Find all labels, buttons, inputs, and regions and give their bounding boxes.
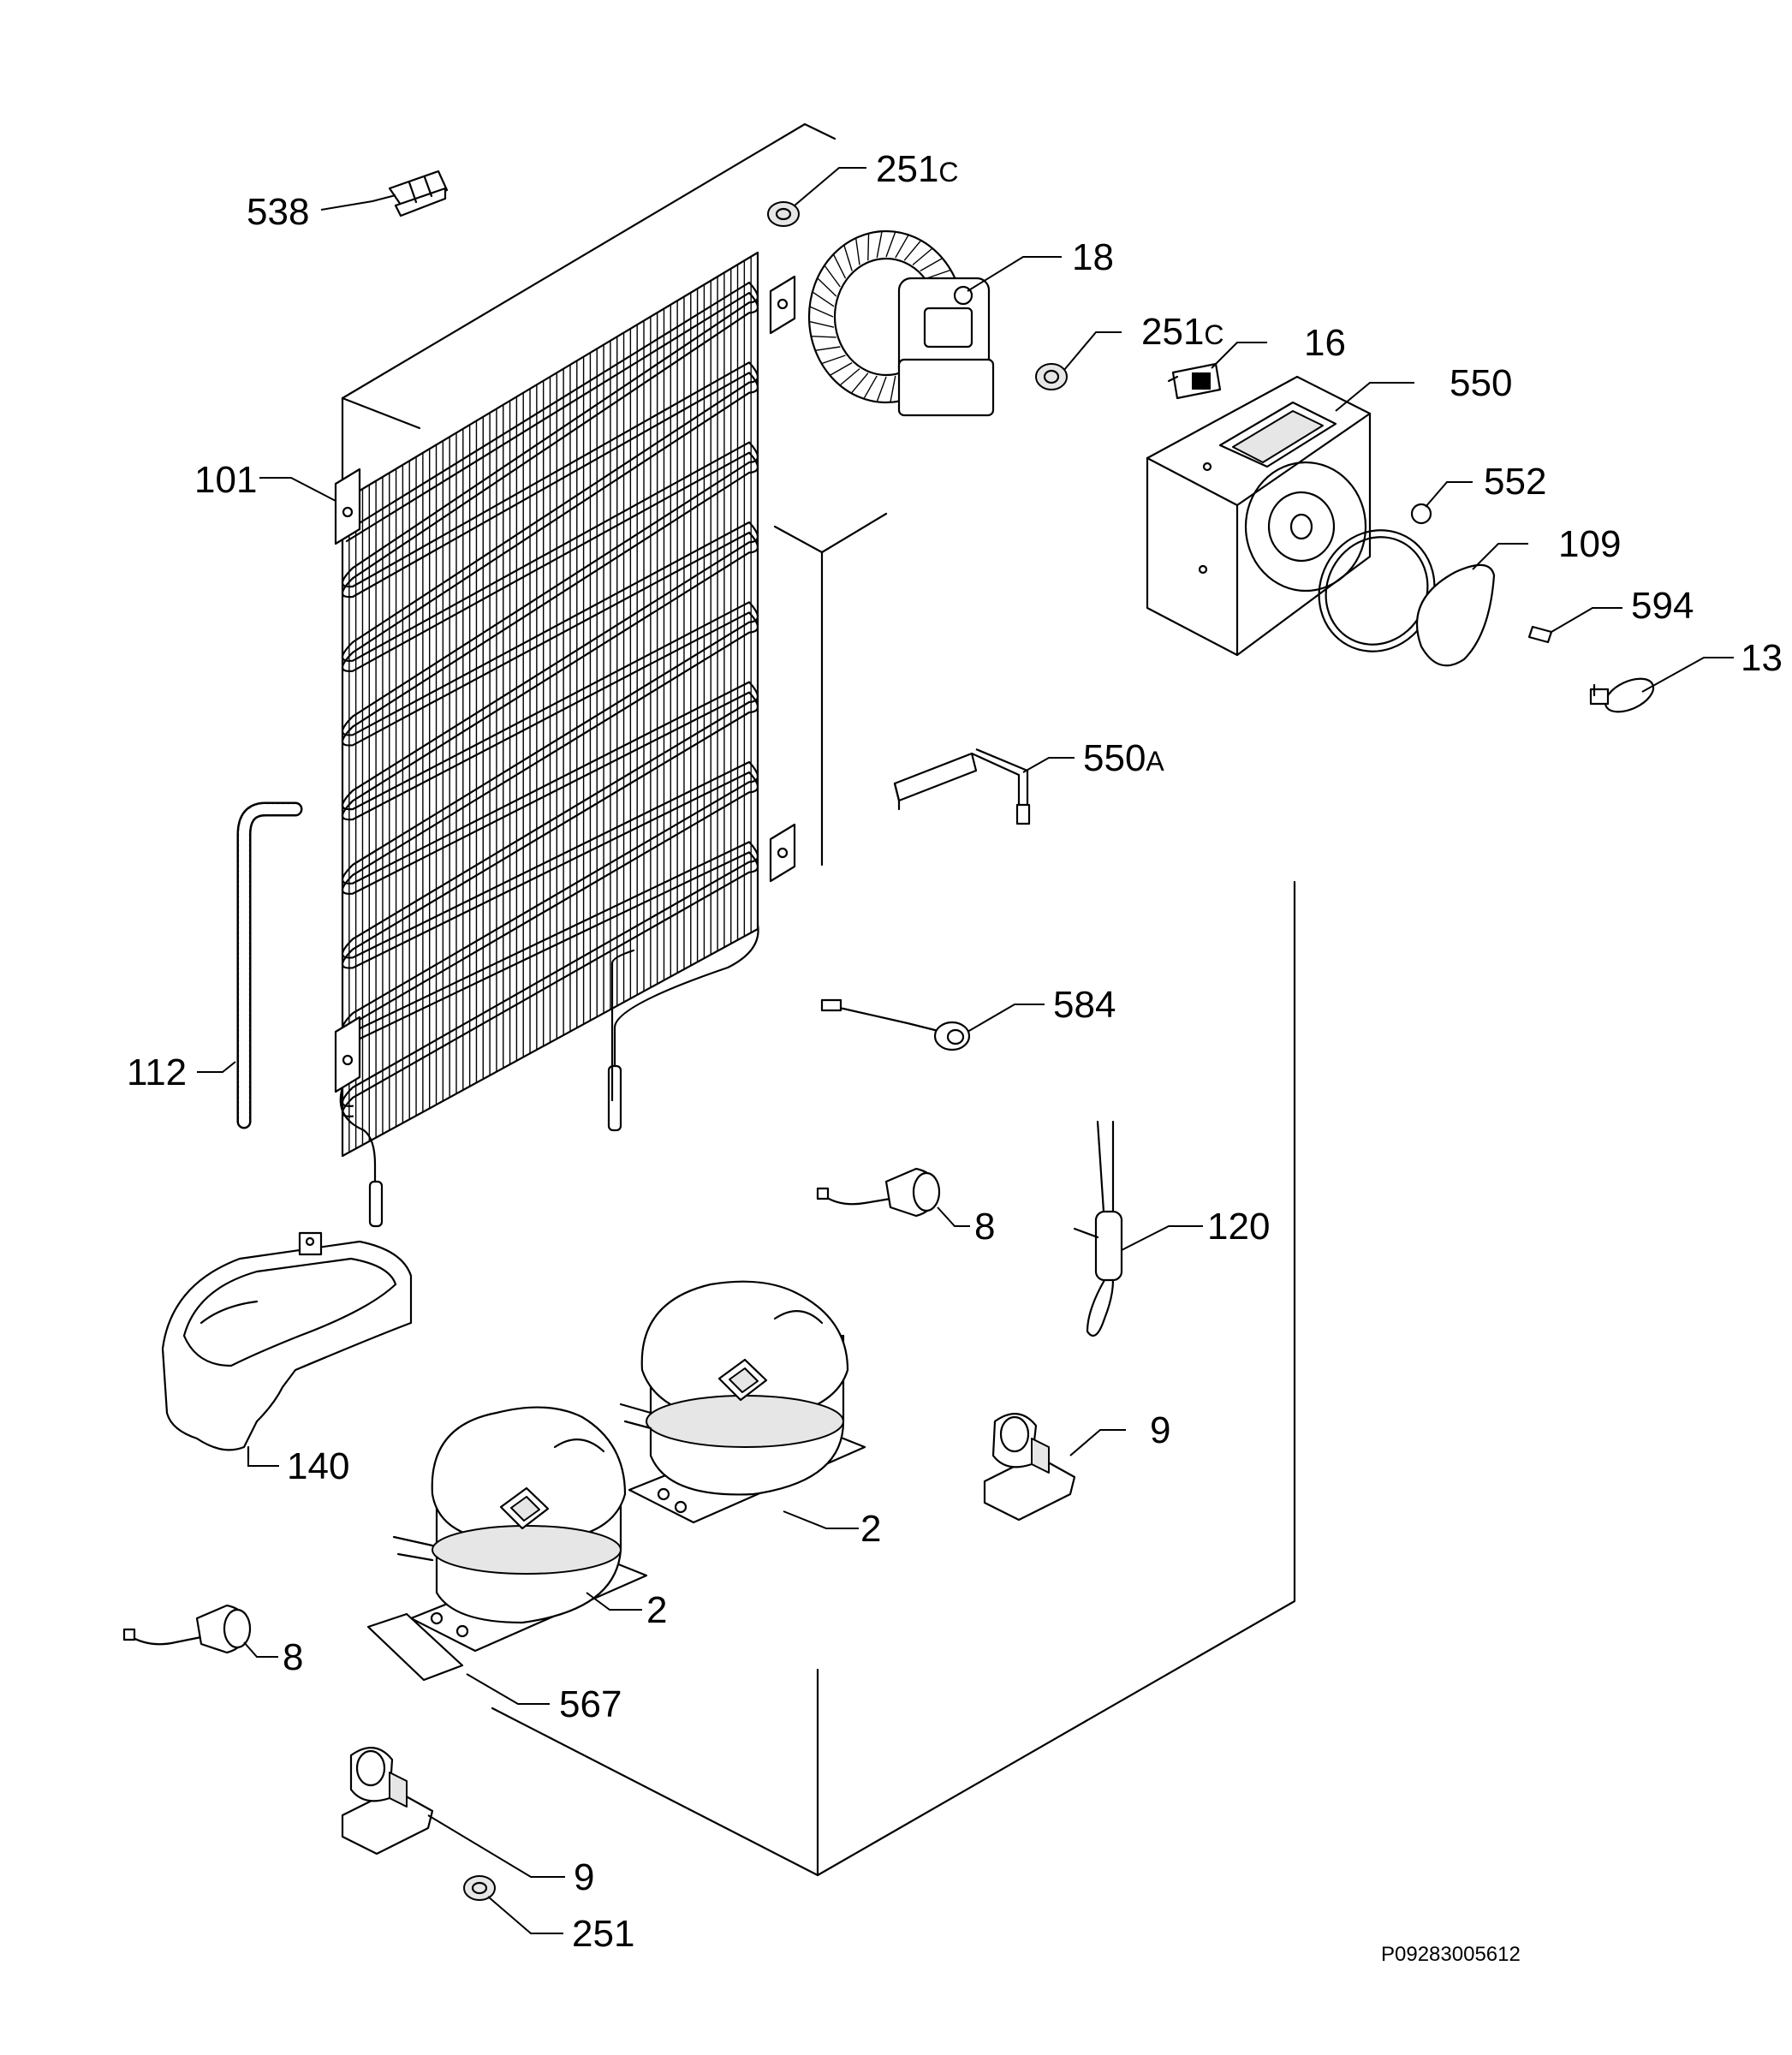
part-594 [1529, 627, 1551, 642]
drain-hose [244, 809, 295, 1122]
label-538: 538 [247, 191, 309, 233]
clamp-9-right [985, 1414, 1075, 1520]
label-251c-top: 251C [876, 148, 959, 190]
mounting-plate-567 [368, 1614, 462, 1680]
lamp-housing [1147, 377, 1370, 655]
bracket-550a [895, 749, 1029, 824]
clamp-9-bottom [342, 1748, 432, 1854]
fan-motor [809, 231, 993, 415]
label-18: 18 [1072, 236, 1114, 278]
label-101: 101 [194, 459, 257, 501]
relay-8-top [818, 1169, 939, 1216]
grommet-251c-middle [1036, 364, 1067, 390]
condenser-bracket-top-right [771, 277, 795, 333]
compressor-lower [394, 1408, 646, 1651]
label-8-top: 8 [974, 1206, 995, 1248]
lamp-cover-109 [1417, 565, 1494, 665]
label-8-bottom: 8 [283, 1636, 303, 1678]
label-251: 251 [572, 1913, 634, 1955]
grommet-251c-top [768, 202, 799, 226]
label-550a: 550A [1083, 737, 1164, 779]
condenser-bracket-bottom-left [336, 1017, 360, 1092]
label-112: 112 [127, 1051, 187, 1093]
label-13: 13 [1741, 637, 1783, 679]
label-2-upper: 2 [860, 1508, 881, 1550]
thermal-sensor-584 [822, 1000, 969, 1050]
label-567: 567 [559, 1683, 622, 1725]
lamp-13 [1591, 672, 1658, 718]
nut-251 [464, 1876, 495, 1900]
condenser-bracket-bottom-right [771, 825, 795, 881]
label-2-lower: 2 [646, 1589, 667, 1631]
part-labels: 538 251C 18 251C 16 550 101 552 109 594 … [127, 148, 1783, 1966]
label-120: 120 [1207, 1206, 1270, 1248]
label-9-bottom: 9 [574, 1856, 594, 1898]
switch-16 [1169, 364, 1220, 398]
overload-120 [1075, 1122, 1122, 1336]
relay-8-bottom [124, 1605, 250, 1653]
label-140: 140 [287, 1445, 349, 1487]
condenser-bracket-top-left [336, 469, 360, 544]
leader-lines [197, 168, 1734, 1933]
label-552: 552 [1484, 461, 1546, 503]
label-251c-middle: 251C [1141, 311, 1224, 353]
label-16: 16 [1304, 322, 1346, 364]
condenser [336, 253, 795, 1226]
clip-538 [390, 171, 447, 216]
label-550: 550 [1450, 362, 1512, 404]
label-594: 594 [1631, 585, 1694, 627]
label-584: 584 [1053, 984, 1116, 1026]
compressor-upper [621, 1282, 865, 1522]
label-9-right: 9 [1150, 1409, 1170, 1451]
cabinet-outline [342, 124, 1295, 1875]
drip-tray [163, 1233, 411, 1460]
document-id: P09283005612 [1381, 1943, 1521, 1966]
label-109: 109 [1558, 523, 1621, 565]
